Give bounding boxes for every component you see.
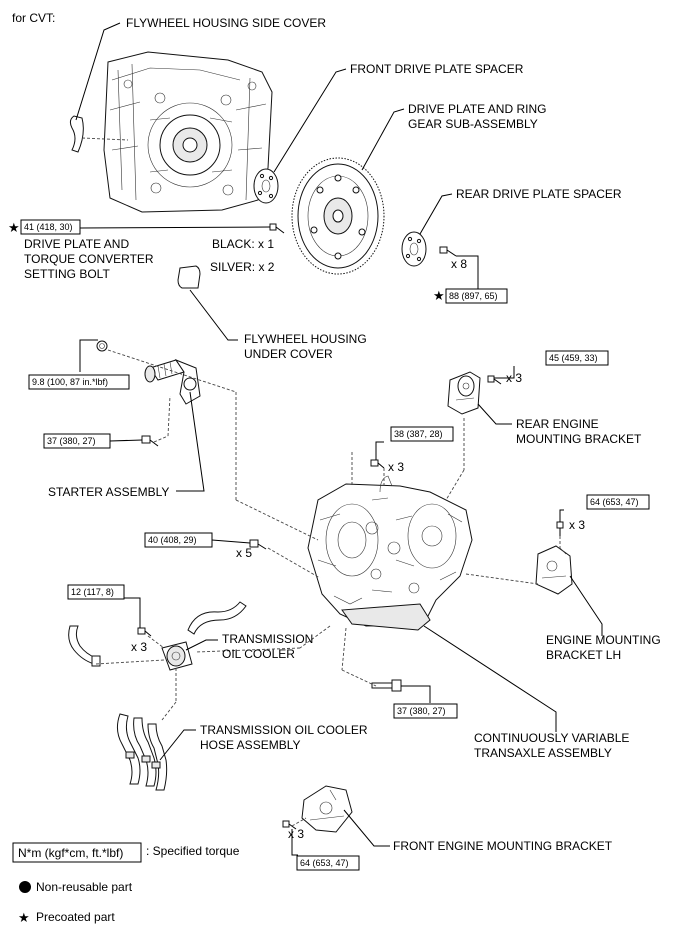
label-flywheel-housing-side-cover: FLYWHEEL HOUSING SIDE COVER [126, 16, 326, 30]
qty-oil-cooler: x 3 [131, 640, 147, 654]
label-oil-cooler-line1: TRANSMISSION [222, 632, 313, 646]
label-black-count: BLACK: x 1 [212, 237, 274, 251]
torque-value: 38 (387, 28) [394, 429, 443, 439]
label-under-cover-line1: FLYWHEEL HOUSING [244, 332, 367, 346]
torque-box-rear-spacer: ★ 88 (897, 65) [433, 288, 508, 304]
transaxle-top-bolt [370, 459, 385, 469]
legend: N*m (kgf*cm, ft.*lbf) : Specified torque… [12, 842, 240, 925]
label-drive-plate-line1: DRIVE PLATE AND RING [408, 102, 546, 116]
flywheel-housing-under-cover [177, 265, 201, 289]
starter-upper-bolt [96, 340, 108, 352]
starter-lower-bolt [141, 435, 159, 447]
torque-value: 12 (117, 8) [71, 587, 114, 597]
torque-value: 64 (653, 47) [300, 858, 349, 868]
label-silver-count: SILVER: x 2 [210, 260, 275, 274]
label-cooler-hose-line1: TRANSMISSION OIL COOLER [200, 723, 368, 737]
torque-value: 64 (653, 47) [590, 497, 639, 507]
label-rear-bracket-line1: REAR ENGINE [516, 417, 599, 431]
torque-box-transaxle-bottom: 37 (380, 27) [393, 703, 458, 719]
legend-torque-box [12, 842, 142, 863]
non-reusable-circle-icon [19, 881, 31, 893]
qty-front-bracket: x 3 [288, 827, 304, 841]
label-starter-assembly: STARTER ASSEMBLY [48, 485, 169, 499]
flywheel-housing-illustration [103, 51, 273, 213]
label-setting-bolt-line2: TORQUE CONVERTER [24, 252, 154, 266]
transaxle-assembly [307, 475, 473, 631]
front-engine-mounting-bracket [301, 785, 353, 833]
torque-value: 41 (418, 30) [24, 222, 73, 232]
bracket-lh-bolt [556, 521, 564, 536]
label-front-bracket: FRONT ENGINE MOUNTING BRACKET [393, 839, 613, 853]
front-bracket-bolt [282, 820, 297, 830]
label-front-drive-plate-spacer: FRONT DRIVE PLATE SPACER [350, 62, 524, 76]
label-drive-plate-line2: GEAR SUB-ASSEMBLY [408, 117, 538, 131]
qty-rear-bracket: x 3 [506, 371, 522, 385]
torque-box-transaxle-side: 40 (408, 29) [144, 532, 213, 548]
torque-box-bracket-lh: 64 (653, 47) [586, 494, 650, 510]
label-oil-cooler-line2: OIL COOLER [222, 647, 295, 661]
qty-bracket-lh: x 3 [569, 518, 585, 532]
rear-drive-plate-spacer [401, 231, 427, 267]
transmission-oil-cooler [161, 641, 193, 671]
transaxle-bottom-bolt [371, 679, 402, 692]
front-drive-plate-spacer [253, 168, 279, 204]
torque-value: 45 (459, 33) [549, 353, 598, 363]
label-rear-bracket-line2: MOUNTING BRACKET [516, 432, 642, 446]
engine-mounting-bracket-lh [535, 545, 573, 595]
rear-bracket-bolt [487, 375, 502, 385]
label-rear-drive-plate-spacer: REAR DRIVE PLATE SPACER [456, 187, 622, 201]
torque-box-oil-cooler: 12 (117, 8) [67, 584, 125, 600]
torque-box-front-bracket: 64 (653, 47) [296, 855, 360, 871]
rear-engine-mounting-bracket [447, 371, 481, 415]
transaxle-side-bolt [249, 539, 267, 550]
legend-torque-desc: : Specified torque [146, 844, 240, 858]
label-transaxle-line2: TRANSAXLE ASSEMBLY [474, 746, 612, 760]
qty-transaxle-top: x 3 [388, 460, 404, 474]
drive-plate-ring-gear [291, 157, 385, 275]
header-label: for CVT: [12, 11, 55, 25]
oil-cooler-hose-assembly [116, 713, 168, 791]
torque-box-starter-lower: 37 (380, 27) [43, 433, 111, 449]
label-engine-bracket-lh-line2: BRACKET LH [546, 648, 621, 662]
qty-transaxle-side: x 5 [236, 546, 252, 560]
assembly-lines [95, 349, 561, 827]
precoated-star-icon: ★ [433, 288, 445, 303]
legend-torque-units: N*m (kgf*cm, ft.*lbf) [18, 846, 123, 860]
precoated-star-icon: ★ [8, 220, 20, 235]
torque-value: 37 (380, 27) [47, 436, 96, 446]
qty-rear-spacer: x 8 [451, 257, 467, 271]
label-under-cover-line2: UNDER COVER [244, 347, 333, 361]
flywheel-housing-side-cover [69, 115, 84, 153]
oil-cooler-bolt [137, 627, 152, 637]
precoated-star-icon: ★ [18, 910, 30, 925]
torque-value: 40 (408, 29) [148, 535, 197, 545]
label-setting-bolt-line3: SETTING BOLT [24, 267, 110, 281]
torque-box-starter-upper: 9.8 (100, 87 in.*lbf) [28, 374, 130, 390]
torque-value: 37 (380, 27) [397, 706, 446, 716]
setting-bolt [269, 223, 285, 234]
torque-value: 88 (897, 65) [449, 291, 498, 301]
torque-box-transaxle-top: 38 (387, 28) [390, 426, 454, 442]
leader-lines [75, 22, 603, 856]
legend-non-reusable: Non-reusable part [36, 880, 133, 894]
label-transaxle-line1: CONTINUOUSLY VARIABLE [474, 731, 629, 745]
starter-assembly [144, 358, 201, 405]
label-engine-bracket-lh-line1: ENGINE MOUNTING [546, 633, 661, 647]
legend-precoated: Precoated part [36, 910, 115, 924]
oil-cooler-hose [68, 601, 247, 667]
rear-spacer-bolt [439, 246, 457, 257]
torque-box-rear-bracket: 45 (459, 33) [545, 350, 609, 366]
torque-value: 9.8 (100, 87 in.*lbf) [32, 377, 108, 387]
label-setting-bolt-line1: DRIVE PLATE AND [24, 237, 129, 251]
label-cooler-hose-line2: HOSE ASSEMBLY [200, 738, 300, 752]
torque-box-setting-bolt: ★ 41 (418, 30) [8, 219, 81, 235]
